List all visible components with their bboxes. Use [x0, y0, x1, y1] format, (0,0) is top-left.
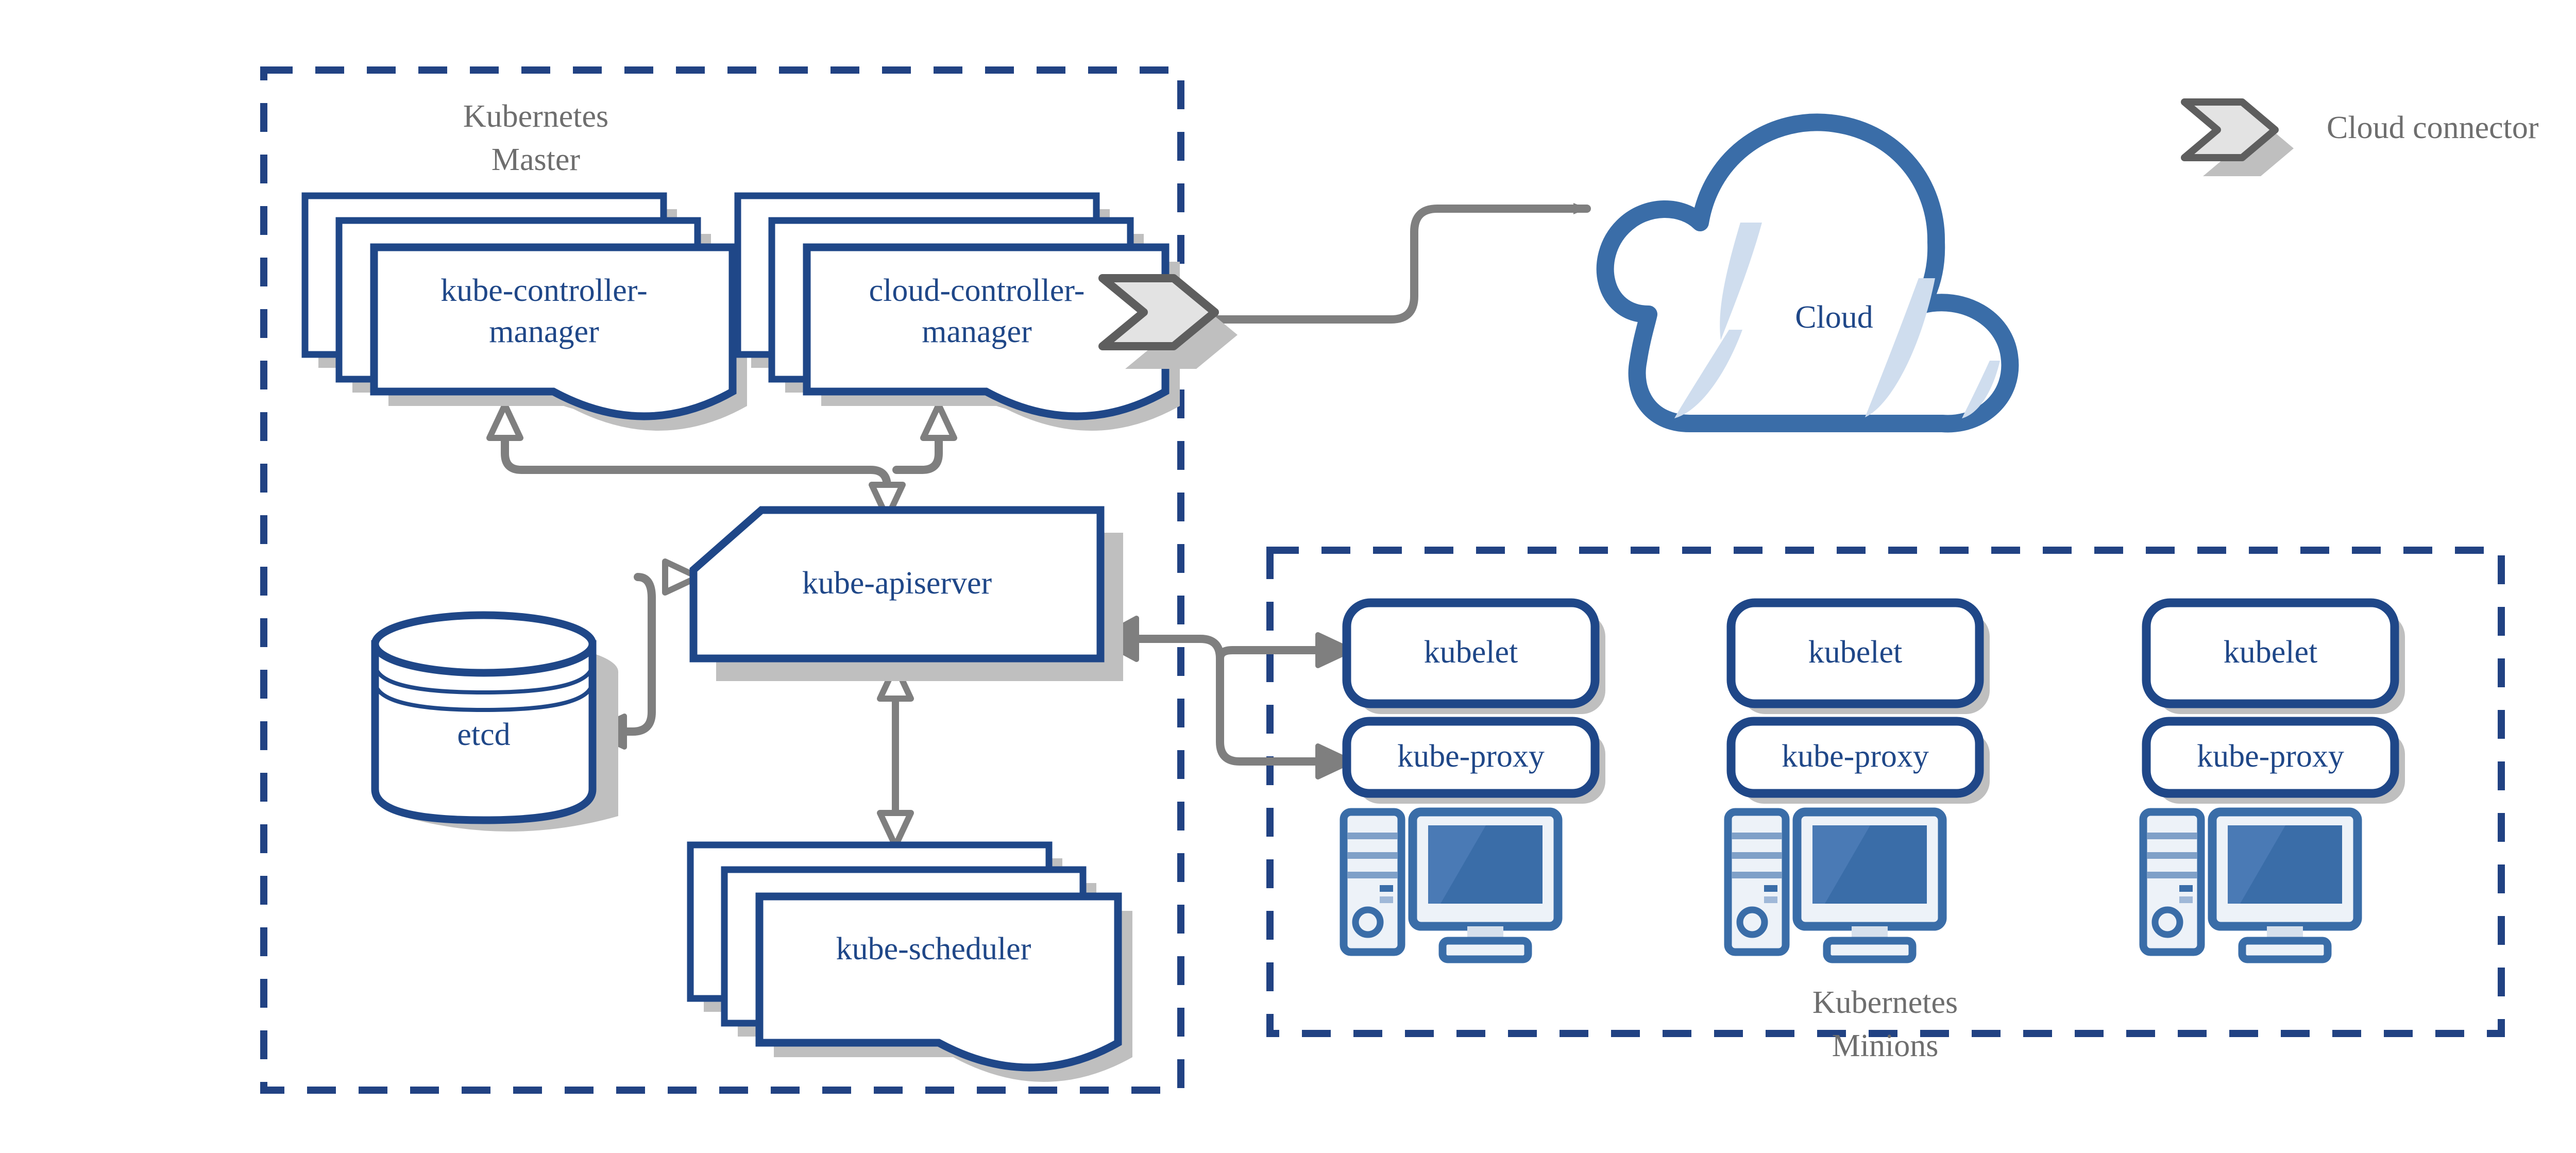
- computer-icon-3: [2139, 807, 2362, 963]
- tower-3-led-1: [2179, 885, 2193, 892]
- cloud-label: Cloud: [1795, 300, 1873, 335]
- cloud-highlight-2: [1674, 330, 1742, 418]
- kubelet-1-label: kubelet: [1424, 635, 1518, 670]
- cloud-controller-manager-label-line2: manager: [922, 314, 1032, 349]
- kubelet-2-label: kubelet: [1808, 635, 1903, 670]
- kube-scheduler-label: kube-scheduler: [836, 931, 1031, 967]
- tower-2-led-1: [1764, 885, 1777, 892]
- cloud-highlight-4: [1962, 361, 2000, 418]
- kubernetes-minions-boundary: [1266, 547, 2505, 1037]
- tower-3-stripe-2: [2147, 852, 2197, 859]
- kubeproxy-2-box[interactable]: [1726, 717, 1984, 798]
- tower-2-led-2: [1764, 896, 1777, 903]
- kubernetes-master-boundary: [260, 66, 1184, 1094]
- connector-apiserver-to-controllers: [501, 408, 891, 503]
- connector-branch-to-ccm: [892, 408, 943, 474]
- tower-1-stripe-2: [1347, 852, 1398, 859]
- kubelet-2-box[interactable]: [1726, 598, 1984, 708]
- kubeproxy-2-label: kube-proxy: [1782, 739, 1929, 774]
- legend-cloud-connector-icon: [2181, 98, 2279, 161]
- monitor-1-screen-glare: [1440, 825, 1543, 904]
- arrowhead-scheduler-up: [877, 663, 914, 702]
- minion-node-2: kubelet kube-proxy: [1724, 598, 1990, 963]
- cloud-node[interactable]: Cloud: [1596, 113, 2019, 433]
- kube-controller-manager-node[interactable]: kube-controller- manager: [301, 192, 747, 431]
- kubeproxy-1-box[interactable]: [1342, 717, 1600, 798]
- arrowhead-to-kcm: [486, 402, 523, 441]
- cloud-connector-chevron: [1098, 274, 1219, 350]
- kubeproxy-3-box[interactable]: [2142, 717, 2399, 798]
- tower-1-led-1: [1380, 885, 1393, 892]
- etcd-top-ellipse: [371, 611, 597, 677]
- etcd-ring-1: [373, 663, 595, 695]
- kubelet-3-label: kubelet: [2224, 635, 2318, 670]
- connector-branch-to-kubelet: [1216, 646, 1338, 663]
- computer-icon-2: [1724, 807, 1947, 963]
- tower-3-stripe-3: [2147, 872, 2197, 878]
- arrowhead-into-kubelet: [1315, 632, 1353, 668]
- etcd-label: etcd: [457, 717, 510, 752]
- kube-controller-manager-label-line2: manager: [489, 314, 599, 349]
- minions-group-label-line2: Minions: [1832, 1028, 1939, 1063]
- tower-3-power-button: [2151, 906, 2183, 938]
- apiserver-shape: [689, 506, 1105, 663]
- tower-2-stripe-1: [1732, 833, 1782, 839]
- cloud-shape: [1596, 113, 2019, 433]
- cloud-highlight-3: [1865, 278, 1935, 417]
- connector-apiserver-to-minions: [1124, 635, 1338, 766]
- monitor-2-screen-glare: [1825, 825, 1927, 904]
- connector-etcd-apiserver: [609, 573, 656, 736]
- cloud-controller-manager-label-line1: cloud-controller-: [869, 273, 1085, 308]
- cloud-highlight-1: [1720, 223, 1762, 340]
- minion-node-3: kubelet kube-proxy: [2139, 598, 2405, 963]
- cloud-controller-manager-node[interactable]: cloud-controller- manager: [734, 192, 1180, 431]
- ccm-sheet-front: [803, 243, 1170, 420]
- master-group-label-line2: Master: [492, 142, 581, 177]
- minion-node-1: kubelet kube-proxy: [1340, 598, 1605, 963]
- arrowhead-to-ccm: [920, 402, 957, 441]
- kubeproxy-1-label: kube-proxy: [1397, 739, 1545, 774]
- tower-2-stripe-2: [1732, 852, 1782, 859]
- computer-icon-1: [1340, 807, 1563, 963]
- kubeproxy-3-label: kube-proxy: [2197, 739, 2344, 774]
- master-group-label-line1: Kubernetes: [463, 99, 608, 134]
- tower-1-led-2: [1380, 896, 1393, 903]
- doc-sheet-front: [370, 243, 737, 420]
- sched-sheet-front: [755, 892, 1122, 1072]
- tower-3-stripe-1: [2147, 833, 2197, 839]
- legend-cloud-connector-label: Cloud connector: [2327, 110, 2539, 145]
- arrowhead-to-apiserver-left: [662, 558, 701, 596]
- kube-controller-manager-label-line1: kube-controller-: [440, 273, 648, 308]
- legend-cloud-connector: Cloud connector: [2181, 98, 2539, 176]
- kube-scheduler-node[interactable]: kube-scheduler: [687, 841, 1132, 1082]
- etcd-ring-2: [373, 681, 595, 713]
- tower-1-power-button: [1352, 906, 1384, 938]
- tower-1-stripe-1: [1347, 833, 1398, 839]
- tower-3-led-2: [2179, 896, 2193, 903]
- monitor-3-base: [2238, 937, 2332, 963]
- arrowhead-scheduler-down: [877, 810, 914, 849]
- tower-2-stripe-3: [1732, 872, 1782, 878]
- connector-ccm-to-cloud: [1183, 203, 1591, 324]
- cloud-connector-icon-on-ccm[interactable]: [1098, 274, 1238, 369]
- arrowhead-into-kubeproxy: [1315, 743, 1353, 779]
- kube-apiserver-label: kube-apiserver: [802, 566, 992, 601]
- monitor-3-screen-glare: [2240, 825, 2342, 904]
- monitor-1-base: [1438, 937, 1532, 963]
- etcd-node[interactable]: etcd: [371, 611, 618, 832]
- kubelet-3-box[interactable]: [2142, 598, 2399, 708]
- tower-1-stripe-3: [1347, 872, 1398, 878]
- arrowhead-down-to-apiserver: [869, 482, 906, 521]
- minions-group-label-line1: Kubernetes: [1812, 985, 1958, 1020]
- kube-apiserver-node[interactable]: kube-apiserver: [689, 506, 1123, 681]
- monitor-2-base: [1823, 937, 1917, 963]
- kubelet-1-box[interactable]: [1342, 598, 1600, 708]
- tower-2-power-button: [1736, 906, 1768, 938]
